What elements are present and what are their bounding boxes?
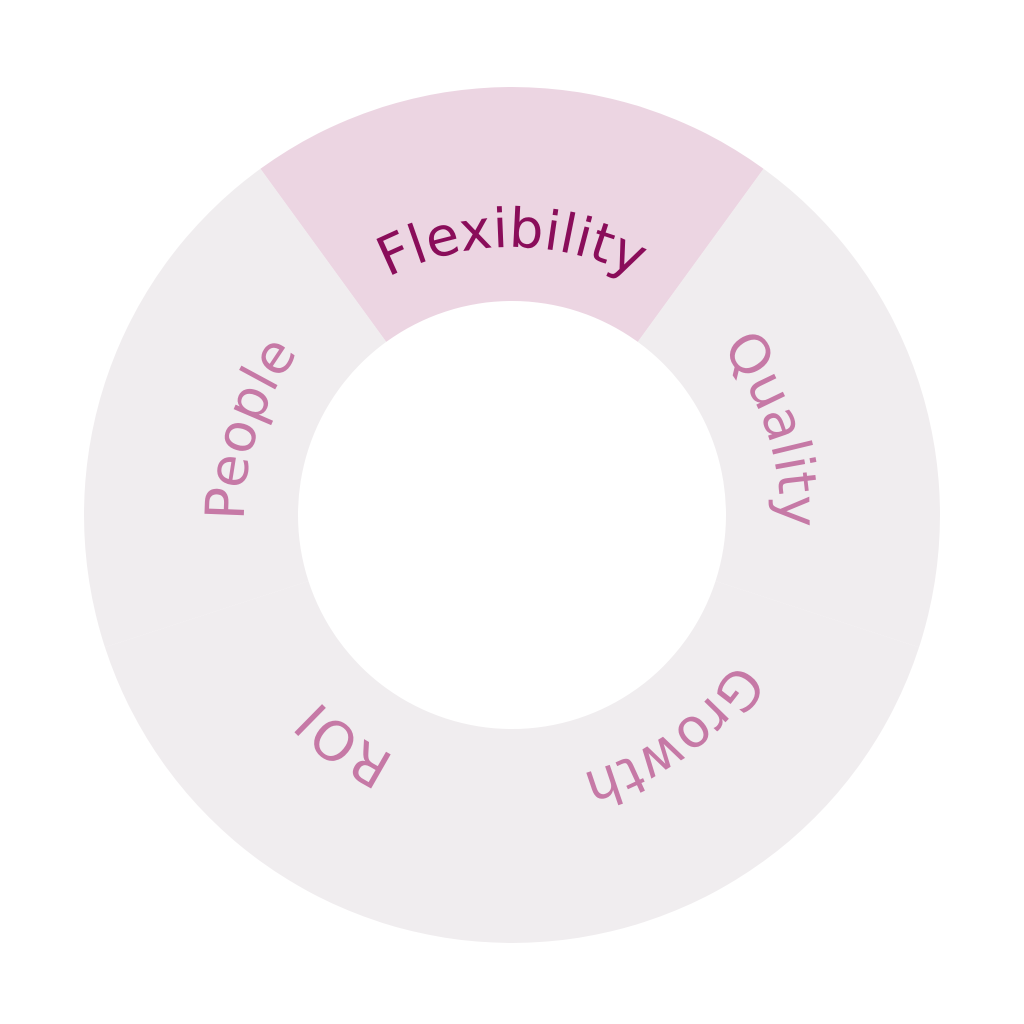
segment-quality	[637, 168, 940, 648]
segment-roi	[104, 581, 512, 943]
segment-growth	[512, 581, 920, 943]
segment-flexibility	[260, 87, 764, 342]
segment-people	[83, 168, 387, 648]
